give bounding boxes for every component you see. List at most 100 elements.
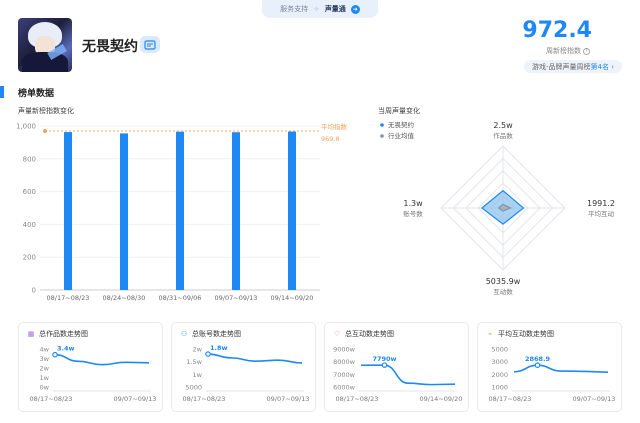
trend-card-avg-interactions[interactable]: ⌁ 平均互动数走势图 1000 2000 3000 5000 2868.9 08/17~08… xyxy=(477,322,622,412)
legend-marker xyxy=(380,134,384,138)
bar-chart: 0 200 400 600 800 1,000 08/17~08/23 08/24~08/30… xyxy=(16,122,348,302)
y-tick-label: 5000 xyxy=(491,346,508,354)
y-tick-label: 6000w xyxy=(333,384,356,392)
x-tick-label: 09/07~09/13 xyxy=(114,395,157,403)
radar-axis-name: 账号数 xyxy=(403,209,423,218)
mini-chart-accounts: 5000 1w 1.5w 2w 1.8w 08/17~08/23 09/07~09/13 xyxy=(183,344,310,403)
card-title-avg: 平均互动数走势图 xyxy=(498,330,554,338)
y-tick-label: 5000 xyxy=(185,384,202,392)
radar-series-area xyxy=(497,203,512,212)
trend-card-interactions[interactable]: ♡ 总互动数走势图 6000w 7000w 8000w 9000w 7790w 08/17~… xyxy=(324,322,469,412)
trend-card-accounts[interactable]: ⚇ 总账号数走势图 5000 1w 1.5w 2w 1.8w 08/17~08/23 09/0… xyxy=(171,322,316,412)
radar-axis-value: 1991.2 xyxy=(587,199,615,208)
trend-line xyxy=(360,364,456,386)
x-tick-label: 09/14~09/20 xyxy=(271,294,314,302)
card-title-interactions: 总互动数走势图 xyxy=(345,330,394,338)
arrow-right-icon[interactable]: ➜ xyxy=(350,4,360,14)
banner-product-label: 声量通 xyxy=(324,5,346,13)
y-tick-label: 0 xyxy=(32,287,36,295)
x-tick-label: 09/14~09/20 xyxy=(420,395,463,403)
average-label: 平均指数 xyxy=(321,122,348,131)
x-tick-label: 08/17~08/23 xyxy=(47,294,90,302)
radar-axis-value: 2.5w xyxy=(493,121,513,130)
y-tick-label: 0w xyxy=(40,384,50,392)
average-value-label: 969.8 xyxy=(321,135,340,143)
peak-point xyxy=(205,351,211,357)
y-tick-label: 7000w xyxy=(333,371,356,379)
rank-pill[interactable]: 游戏-品牌声量周榜 第4名 › xyxy=(523,60,622,73)
peak-label: 7790w xyxy=(372,355,396,363)
service-support-label: 服务支持 xyxy=(280,5,309,13)
y-tick-label: 800 xyxy=(23,155,36,163)
bar-chart-title: 声量新榜指数变化 xyxy=(18,107,74,115)
y-tick-label: 2w xyxy=(40,365,50,373)
peak-label: 2868.9 xyxy=(525,355,551,363)
x-tick-label: 08/17~08/23 xyxy=(336,395,379,403)
bar xyxy=(288,131,296,290)
peak-point xyxy=(381,362,388,368)
y-tick-label: 1,000 xyxy=(16,123,36,131)
y-tick-label: 400 xyxy=(23,221,36,229)
x-tick-label: 09/07~09/13 xyxy=(573,395,616,403)
bar xyxy=(176,131,184,290)
y-tick-label: 2000 xyxy=(491,371,508,379)
radar-axis-value: 5035.9w xyxy=(486,277,521,286)
trend-line xyxy=(513,364,609,373)
radar-axis-name: 作品数 xyxy=(493,131,513,140)
y-tick-label: 1w xyxy=(40,374,50,382)
y-tick-label: 8000w xyxy=(333,358,356,366)
trend-icon: ⌁ xyxy=(487,330,493,338)
y-tick-label: 3w xyxy=(40,355,50,363)
legend-label: 无畏契约 xyxy=(388,120,414,129)
x-tick-label: 08/17~08/23 xyxy=(30,395,73,403)
x-tick-label: 08/17~08/23 xyxy=(489,395,532,403)
peak-label: 3.4w xyxy=(57,345,75,353)
radar-axis-name: 平均互动 xyxy=(588,209,615,218)
user-icon: ⚇ xyxy=(180,330,188,338)
peak-label: 1.8w xyxy=(210,344,228,352)
y-tick-label: 9000w xyxy=(333,346,356,354)
bar xyxy=(232,132,240,290)
game-name: 无畏契约 xyxy=(82,39,138,55)
trend-line xyxy=(54,353,150,366)
mini-chart-interactions: 6000w 7000w 8000w 9000w 7790w 08/17~08/23 09/1… xyxy=(333,346,463,404)
mini-chart-avg: 1000 2000 3000 5000 2868.9 08/17~08/23 09/07~0… xyxy=(489,346,616,404)
info-icon[interactable]: ? xyxy=(583,47,590,55)
x-tick-label: 08/24~08/30 xyxy=(103,294,146,302)
peak-point xyxy=(534,362,541,368)
y-tick-label: 1000 xyxy=(491,384,508,392)
x-tick-label: 09/07~09/13 xyxy=(215,294,258,302)
y-tick-label: 3000 xyxy=(491,358,508,366)
y-tick-label: 600 xyxy=(23,188,36,196)
heart-icon: ♡ xyxy=(333,330,341,338)
legend-label: 行业均值 xyxy=(388,131,415,140)
index-score: 972.4 xyxy=(522,18,592,43)
grid-icon: ▦ xyxy=(27,330,35,338)
top-banner[interactable]: 服务支持 ⟡ 声量通 ➜ xyxy=(262,0,378,18)
radar-axis-name: 互动数 xyxy=(493,287,513,296)
rank-prefix: 游戏-品牌声量周榜 xyxy=(531,62,591,71)
radar-axis-value: 1.3w xyxy=(403,199,423,208)
legend-marker xyxy=(380,123,384,127)
average-line-start xyxy=(43,128,47,133)
x-tick-label: 09/07~09/13 xyxy=(267,395,310,403)
bar xyxy=(120,133,128,290)
y-tick-label: 1w xyxy=(193,371,203,379)
x-tick-label: 08/17~08/23 xyxy=(183,395,226,403)
y-tick-label: 200 xyxy=(23,254,36,262)
rank-value: 第4名 xyxy=(590,62,609,71)
y-tick-label: 4w xyxy=(40,346,50,354)
section-title: 榜单数据 xyxy=(18,89,55,99)
card-title-accounts: 总账号数走势图 xyxy=(192,330,241,338)
y-tick-label: 1.5w xyxy=(186,358,202,366)
index-score-label: 周新榜指数? xyxy=(546,46,590,56)
x-tick-label: 08/31~09/06 xyxy=(159,294,202,302)
game-avatar xyxy=(18,18,72,72)
verified-badge-icon[interactable] xyxy=(140,36,160,53)
radar-chart-title: 当周声量变化 xyxy=(378,107,420,115)
bar xyxy=(64,132,72,290)
y-tick-label: 2w xyxy=(193,346,203,354)
